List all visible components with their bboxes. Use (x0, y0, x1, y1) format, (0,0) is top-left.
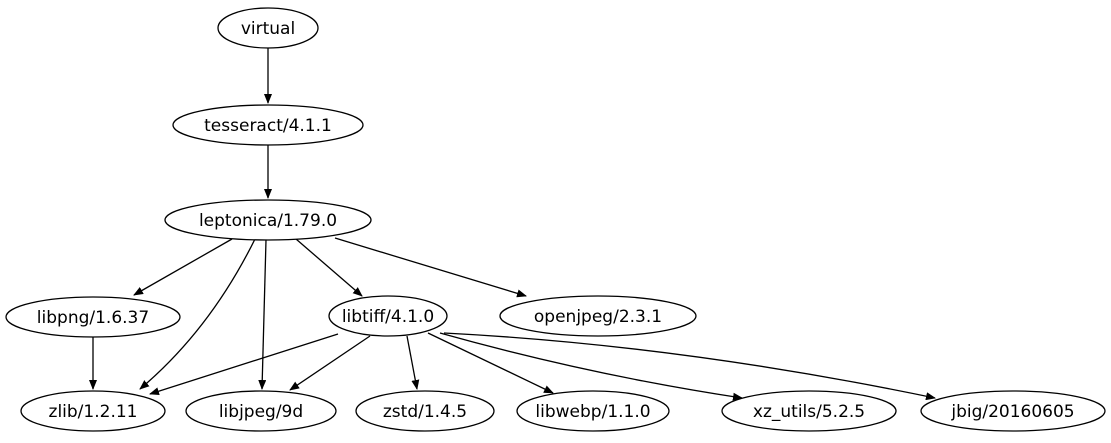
edge-leptonica-to-libtiff (295, 238, 363, 297)
node-ellipse (499, 295, 697, 337)
node-ellipse (217, 7, 319, 49)
node-label: libjpeg/9d (219, 402, 303, 422)
node-virtual: virtual (217, 7, 319, 49)
node-libpng: libpng/1.6.37 (5, 296, 181, 338)
node-ellipse (355, 390, 495, 432)
nodes-layer: virtual tesseract/4.1.1 leptonica/1.79.0 li… (5, 7, 1106, 432)
node-xz_utils: xz_utils/5.2.5 (721, 390, 897, 432)
node-ellipse (920, 390, 1106, 432)
node-libwebp: libwebp/1.1.0 (516, 390, 670, 432)
node-ellipse (164, 199, 372, 241)
edge-libtiff-to-libjpeg (289, 335, 371, 391)
node-label: zstd/1.4.5 (383, 402, 467, 422)
node-jbig: jbig/20160605 (920, 390, 1106, 432)
edge-leptonica-to-zlib (139, 238, 256, 390)
node-label: libwebp/1.1.0 (535, 402, 650, 422)
edge-arrow (139, 238, 256, 390)
edge-arrow (427, 332, 554, 394)
edge-libtiff-to-zlib (149, 333, 339, 396)
edge-arrow (439, 332, 743, 401)
node-ellipse (172, 104, 364, 146)
node-label: openjpeg/2.3.1 (534, 307, 662, 327)
edge-arrow (295, 238, 363, 297)
node-ellipse (721, 390, 897, 432)
edge-libtiff-to-zstd (406, 335, 420, 390)
node-label: leptonica/1.79.0 (199, 211, 337, 231)
node-ellipse (185, 390, 337, 432)
node-label: virtual (241, 19, 295, 39)
node-tesseract: tesseract/4.1.1 (172, 104, 364, 146)
node-ellipse (5, 296, 181, 338)
node-libjpeg: libjpeg/9d (185, 390, 337, 432)
node-ellipse (516, 390, 670, 432)
node-label: libpng/1.6.37 (37, 308, 149, 328)
node-openjpeg: openjpeg/2.3.1 (499, 295, 697, 337)
edge-libtiff-to-xz_utils (439, 332, 743, 401)
edge-leptonica-to-openjpeg (334, 237, 527, 298)
node-label: xz_utils/5.2.5 (753, 402, 865, 422)
edge-libtiff-to-libwebp (427, 332, 554, 394)
edge-arrow (133, 238, 233, 296)
node-ellipse (328, 295, 448, 337)
edge-leptonica-to-libpng (133, 238, 233, 296)
node-zlib: zlib/1.2.11 (20, 390, 166, 432)
edge-arrow (289, 335, 371, 391)
edge-leptonica-to-libjpeg (258, 239, 267, 390)
edge-arrow (406, 335, 420, 390)
node-zstd: zstd/1.4.5 (355, 390, 495, 432)
edges-layer (89, 48, 936, 401)
node-label: libtiff/4.1.0 (342, 307, 434, 327)
edge-arrow (334, 237, 527, 298)
node-label: zlib/1.2.11 (49, 402, 138, 422)
node-leptonica: leptonica/1.79.0 (164, 199, 372, 241)
edge-arrow (258, 239, 267, 390)
node-libtiff: libtiff/4.1.0 (328, 295, 448, 337)
edge-arrow (149, 333, 339, 396)
edge-libtiff-to-jbig (443, 332, 936, 401)
node-label: tesseract/4.1.1 (204, 116, 332, 136)
edge-arrow (443, 332, 936, 401)
node-label: jbig/20160605 (950, 402, 1074, 422)
node-ellipse (20, 390, 166, 432)
